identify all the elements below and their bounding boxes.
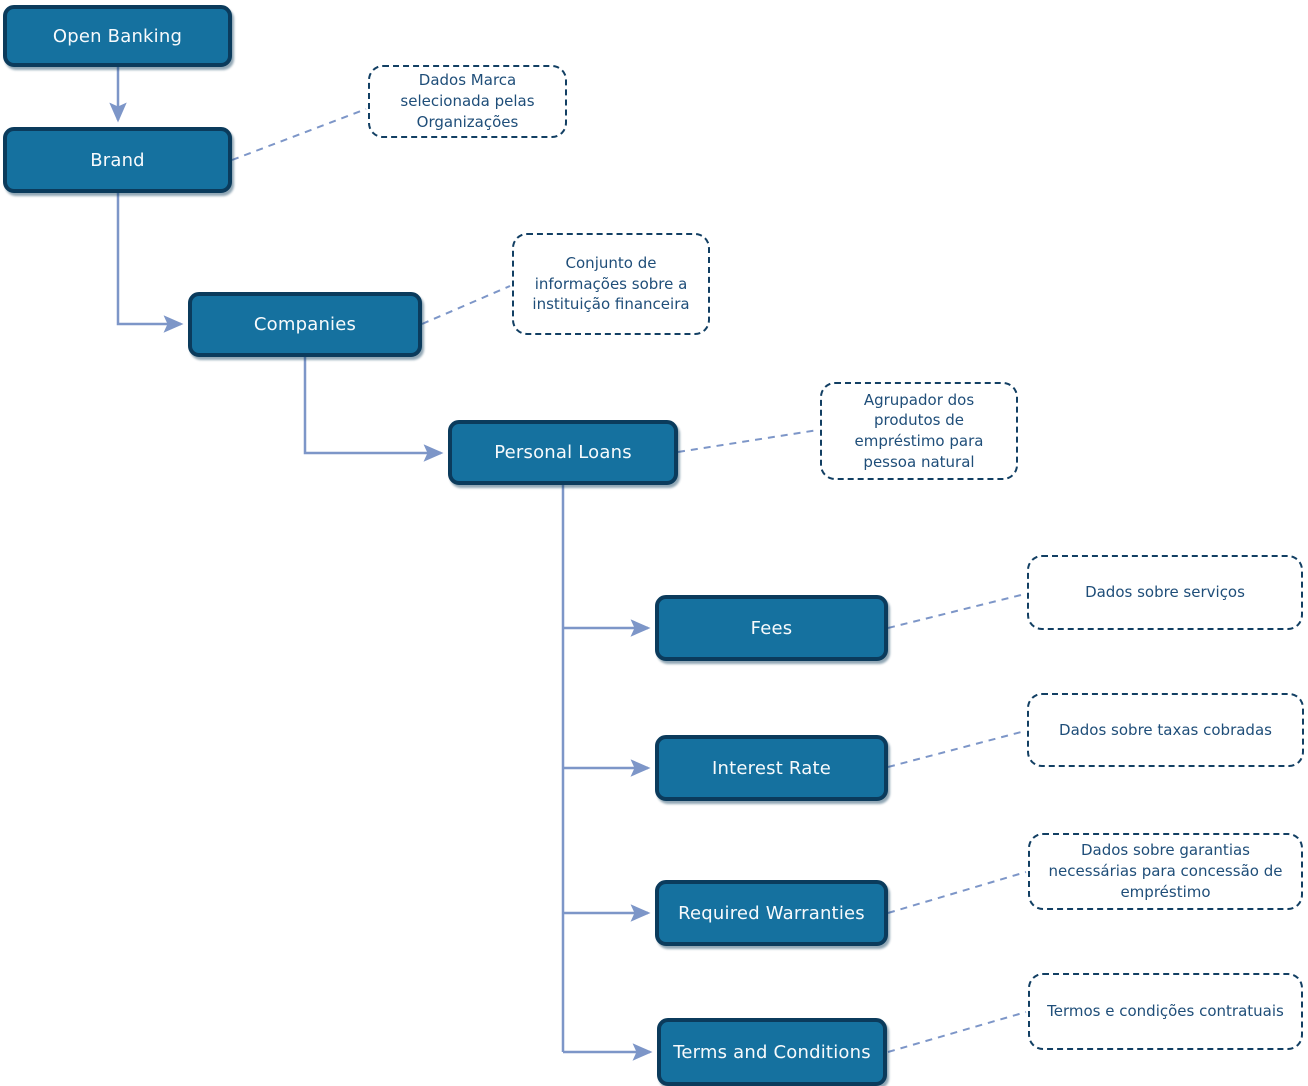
node-open-banking-label: Open Banking [52,25,183,47]
node-open-banking[interactable]: Open Banking [3,5,232,67]
node-interest-rate-label: Interest Rate [712,757,831,779]
annotation-brand: Dados Marca selecionada pelas Organizaçõ… [368,65,567,138]
connector-personalloans-annotation [677,429,819,453]
node-personal-loans[interactable]: Personal Loans [448,420,678,485]
node-brand-label: Brand [90,149,145,171]
node-fees-label: Fees [750,617,793,639]
connector-companies-personalloans [303,357,444,462]
node-interest-rate[interactable]: Interest Rate [655,735,888,801]
node-companies[interactable]: Companies [188,292,422,357]
node-terms-and-conditions[interactable]: Terms and Conditions [657,1018,887,1086]
connector-fees-annotation [887,593,1026,629]
annotation-personal-loans: Agrupador dos produtos de empréstimo par… [820,382,1018,480]
node-required-warranties-label: Required Warranties [678,902,865,924]
connector-brand-companies [116,193,184,333]
connector-interestrate-annotation [887,730,1026,768]
annotation-interest-rate-text: Dados sobre taxas cobradas [1059,720,1272,739]
annotation-terms-and-conditions: Termos e condições contratuais [1028,973,1303,1050]
node-terms-and-conditions-label: Terms and Conditions [673,1041,871,1063]
node-brand[interactable]: Brand [3,127,232,193]
connector-requiredwarranties-annotation [887,871,1027,914]
annotation-required-warranties-text: Dados sobre garantias necessárias para c… [1048,841,1283,901]
annotation-companies: Conjunto de informações sobre a institui… [512,233,710,335]
annotation-required-warranties: Dados sobre garantias necessárias para c… [1028,833,1303,910]
connector-termsconditions-annotation [887,1011,1027,1053]
annotation-fees-text: Dados sobre serviços [1085,583,1245,602]
annotation-personal-loans-text: Agrupador dos produtos de empréstimo par… [854,390,984,471]
annotation-fees: Dados sobre serviços [1027,555,1303,630]
annotation-interest-rate: Dados sobre taxas cobradas [1027,693,1304,767]
annotation-companies-text: Conjunto de informações sobre a institui… [532,253,690,314]
node-fees[interactable]: Fees [655,595,888,661]
node-personal-loans-label: Personal Loans [494,442,632,463]
connector-companies-annotation [421,285,511,325]
node-required-warranties[interactable]: Required Warranties [655,880,888,946]
annotation-terms-and-conditions-text: Termos e condições contratuais [1047,1002,1284,1021]
node-companies-label: Companies [253,314,357,335]
connector-brand-annotation [231,108,367,161]
annotation-brand-text: Dados Marca selecionada pelas Organizaçõ… [400,71,535,131]
